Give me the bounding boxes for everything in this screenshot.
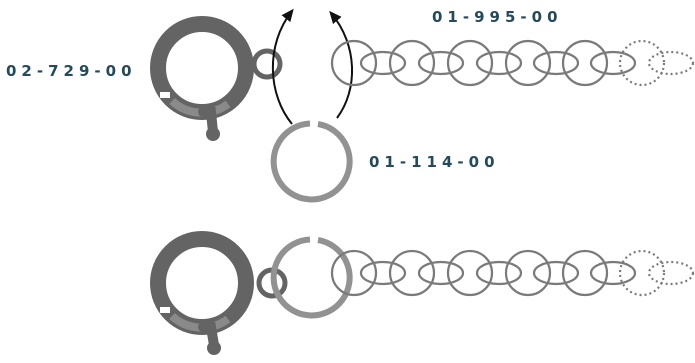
chain-link-round [446, 249, 494, 297]
chain-link-continuation [647, 260, 695, 286]
open-jump-ring-icon [270, 236, 353, 319]
chain-link-oval [417, 260, 465, 286]
chain-link-round [388, 39, 436, 87]
chain-link-round [330, 249, 378, 297]
cable-chain-icon [330, 39, 695, 87]
curved-arrow-icon [271, 8, 294, 125]
chain-link-continuation [647, 50, 695, 76]
spring-ring-clasp-icon [150, 16, 283, 141]
spring-ring-clasp-icon [150, 231, 288, 355]
chain-link-continuation [618, 39, 666, 87]
chain-link-round [504, 39, 552, 87]
exploded-view [150, 8, 695, 203]
chain-link-oval [589, 260, 637, 286]
curved-arrow-icon [329, 10, 353, 119]
chain-link-oval [532, 260, 580, 286]
clasp-part-number: 02-729-00 [6, 62, 137, 80]
chain-part-number: 01-995-00 [432, 8, 563, 26]
open-jump-ring-icon [270, 120, 353, 203]
chain-link-continuation [618, 249, 666, 297]
chain-link-oval [589, 50, 637, 76]
chain-link-round [446, 39, 494, 87]
chain-link-oval [417, 50, 465, 76]
chain-link-oval [359, 50, 407, 76]
chain-link-round [388, 249, 436, 297]
chain-link-round [561, 39, 609, 87]
chain-link-round [504, 249, 552, 297]
chain-link-oval [359, 260, 407, 286]
chain-link-round [330, 39, 378, 87]
chain-link-oval [475, 260, 523, 286]
chain-link-round [561, 249, 609, 297]
chain-link-oval [532, 50, 580, 76]
cable-chain-icon [330, 249, 695, 297]
assembled-view [150, 231, 695, 355]
chain-link-oval [475, 50, 523, 76]
jump-ring-part-number: 01-114-00 [369, 153, 500, 171]
